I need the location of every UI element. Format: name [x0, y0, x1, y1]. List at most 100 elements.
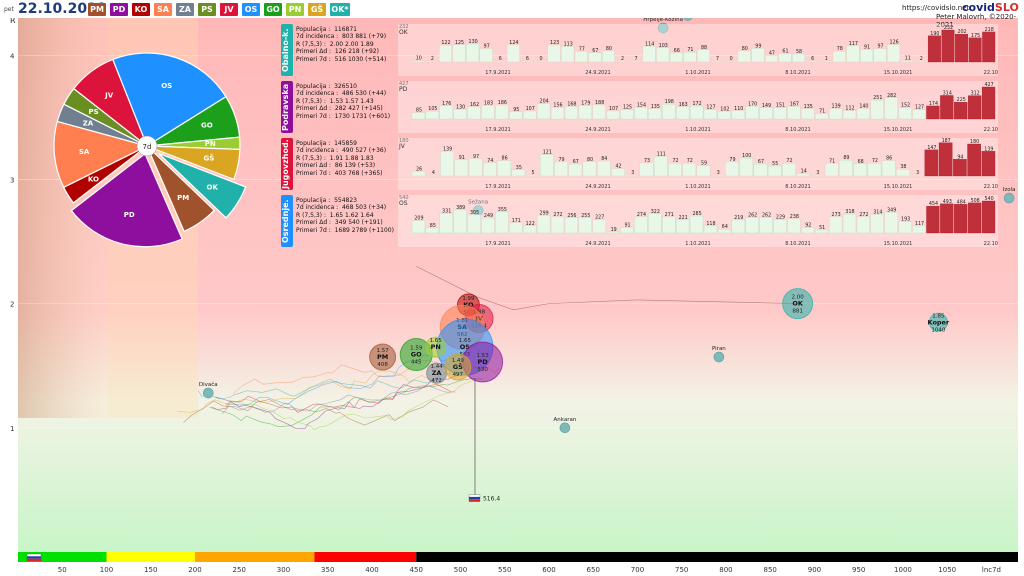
- minichart-bar: [493, 60, 507, 63]
- minichart-date: 24.9.2021: [585, 127, 610, 133]
- bubble-inc-label: 497: [453, 372, 464, 378]
- bubble-code-label: PN: [431, 343, 441, 351]
- minichart-bar-label: 91: [864, 44, 870, 50]
- minichart-bar: [881, 160, 896, 177]
- minichart-bar-label: 19: [611, 227, 617, 233]
- region-button-pn[interactable]: PN: [286, 3, 304, 16]
- minichart-bar-label: 86: [886, 156, 892, 162]
- town-marker: [559, 422, 571, 434]
- minichart-bar: [981, 86, 996, 120]
- minichart-bar-label: 272: [859, 212, 868, 218]
- town-label: Divača: [199, 381, 218, 388]
- minichart-bar: [870, 100, 884, 120]
- minichart-bar: [745, 217, 759, 234]
- minichart-code: PD: [399, 86, 408, 93]
- minichart-bar: [884, 97, 898, 120]
- minichart-bar-label: 97: [484, 44, 490, 50]
- minichart-bar: [725, 161, 739, 177]
- minichart-bar: [689, 215, 704, 234]
- minichart-bar-label: 127: [706, 104, 715, 110]
- region-button-os[interactable]: OS: [242, 3, 260, 16]
- pie-slice-label: KO: [88, 176, 99, 184]
- minichart-bar-label: 149: [762, 103, 771, 109]
- minichart-bar-label: 121: [543, 149, 552, 155]
- region-button-za[interactable]: ZA: [176, 3, 194, 16]
- minichart-bar: [536, 215, 551, 234]
- minichart-bar: [554, 161, 568, 177]
- minichart-bar-label: 249: [484, 213, 493, 219]
- minichart-date: 1.10.2021: [685, 70, 710, 76]
- minichart-bar: [870, 214, 884, 234]
- minichart-bar-label: 187: [942, 138, 951, 144]
- minichart-bar: [846, 45, 860, 63]
- minichart-bar-label: 2: [431, 56, 434, 62]
- pie-slice-label: JV: [104, 91, 114, 99]
- region-button-pd[interactable]: PD: [110, 3, 128, 16]
- bubble-inc-label: 472: [431, 378, 442, 384]
- minichart-bar-label: 349: [887, 207, 896, 213]
- minichart-bar: [815, 229, 829, 234]
- flag-stripe-blue: [27, 556, 41, 559]
- minichart-bar-label: 6: [526, 56, 529, 62]
- x-tick-label: 50: [58, 566, 67, 574]
- minichart-bar: [509, 222, 523, 234]
- region-button-ko[interactable]: KO: [132, 3, 150, 16]
- panel-tab-os[interactable]: Osrednje.: [281, 195, 293, 247]
- panel-tab-jv[interactable]: Jugovzhod.: [281, 138, 293, 190]
- history-trail: [177, 370, 438, 413]
- region-button-sa[interactable]: SA: [154, 3, 172, 16]
- minichart-bar: [439, 45, 452, 63]
- town-label: Izola: [1003, 187, 1016, 193]
- bubble-code-label: ZA: [432, 369, 442, 377]
- minichart-bar: [910, 174, 924, 177]
- x-tick-label: 1050: [938, 566, 956, 574]
- minichart-bar: [550, 107, 565, 120]
- region-button-ok[interactable]: OK*: [330, 3, 350, 16]
- x-tick-label: 850: [764, 566, 777, 574]
- x-tick-label: lnc7d: [982, 566, 1001, 574]
- bubble-ok: [782, 288, 814, 320]
- site-url[interactable]: https://covidslo.net: [902, 4, 970, 12]
- region-button-jv[interactable]: JV: [220, 3, 238, 16]
- bubble-inc-label: 445: [411, 360, 422, 366]
- minichart-bar: [801, 227, 815, 234]
- minichart-bar-label: 85: [416, 108, 422, 114]
- minichart-bar: [597, 160, 611, 177]
- minichart-bar: [582, 161, 597, 177]
- minichart-date: 22.10.2021: [984, 241, 998, 247]
- panel-tab-ok[interactable]: Obalno-k.: [281, 24, 293, 76]
- bubble-inc-label: 408: [377, 362, 388, 368]
- minichart-bar: [536, 103, 551, 120]
- minichart-bar: [703, 109, 718, 120]
- minichart-bar-label: 51: [819, 225, 825, 231]
- minichart-bar: [683, 52, 697, 63]
- region-button-pm[interactable]: PM: [88, 3, 106, 16]
- region-button-go[interactable]: GO: [264, 3, 282, 16]
- minichart-bar-label: 273: [832, 212, 841, 218]
- minichart-bar: [648, 213, 662, 234]
- minichart-bar: [689, 105, 704, 120]
- y-tick-label: 3: [10, 176, 14, 184]
- minichart-bar-label: 251: [873, 95, 882, 101]
- bubble-koper: [928, 312, 948, 332]
- minichart-bar: [426, 174, 440, 177]
- pie-slice-label: GO: [201, 122, 213, 130]
- minichart-bar-label: 105: [428, 106, 437, 112]
- incidence-band: [416, 552, 1018, 562]
- region-button-ps[interactable]: PS: [198, 3, 216, 16]
- minichart-bar-label: 172: [692, 101, 701, 107]
- minichart-bar-label: 47: [769, 51, 775, 57]
- minichart-bar: [481, 105, 495, 120]
- minichart-bar: [954, 101, 968, 120]
- minichart-bar: [759, 217, 773, 234]
- minichart-bar-label: 107: [609, 106, 618, 112]
- minichart-date: 1.10.2021: [685, 241, 710, 247]
- minichart-bar: [955, 33, 968, 63]
- weekday-label: pet: [4, 6, 14, 13]
- trail-ok: [416, 266, 798, 311]
- panel-tab-pd[interactable]: Podravska: [281, 81, 293, 133]
- minichart-bar: [751, 48, 765, 63]
- region-button-gš[interactable]: GŠ: [308, 3, 326, 16]
- minichart-bar: [411, 112, 426, 120]
